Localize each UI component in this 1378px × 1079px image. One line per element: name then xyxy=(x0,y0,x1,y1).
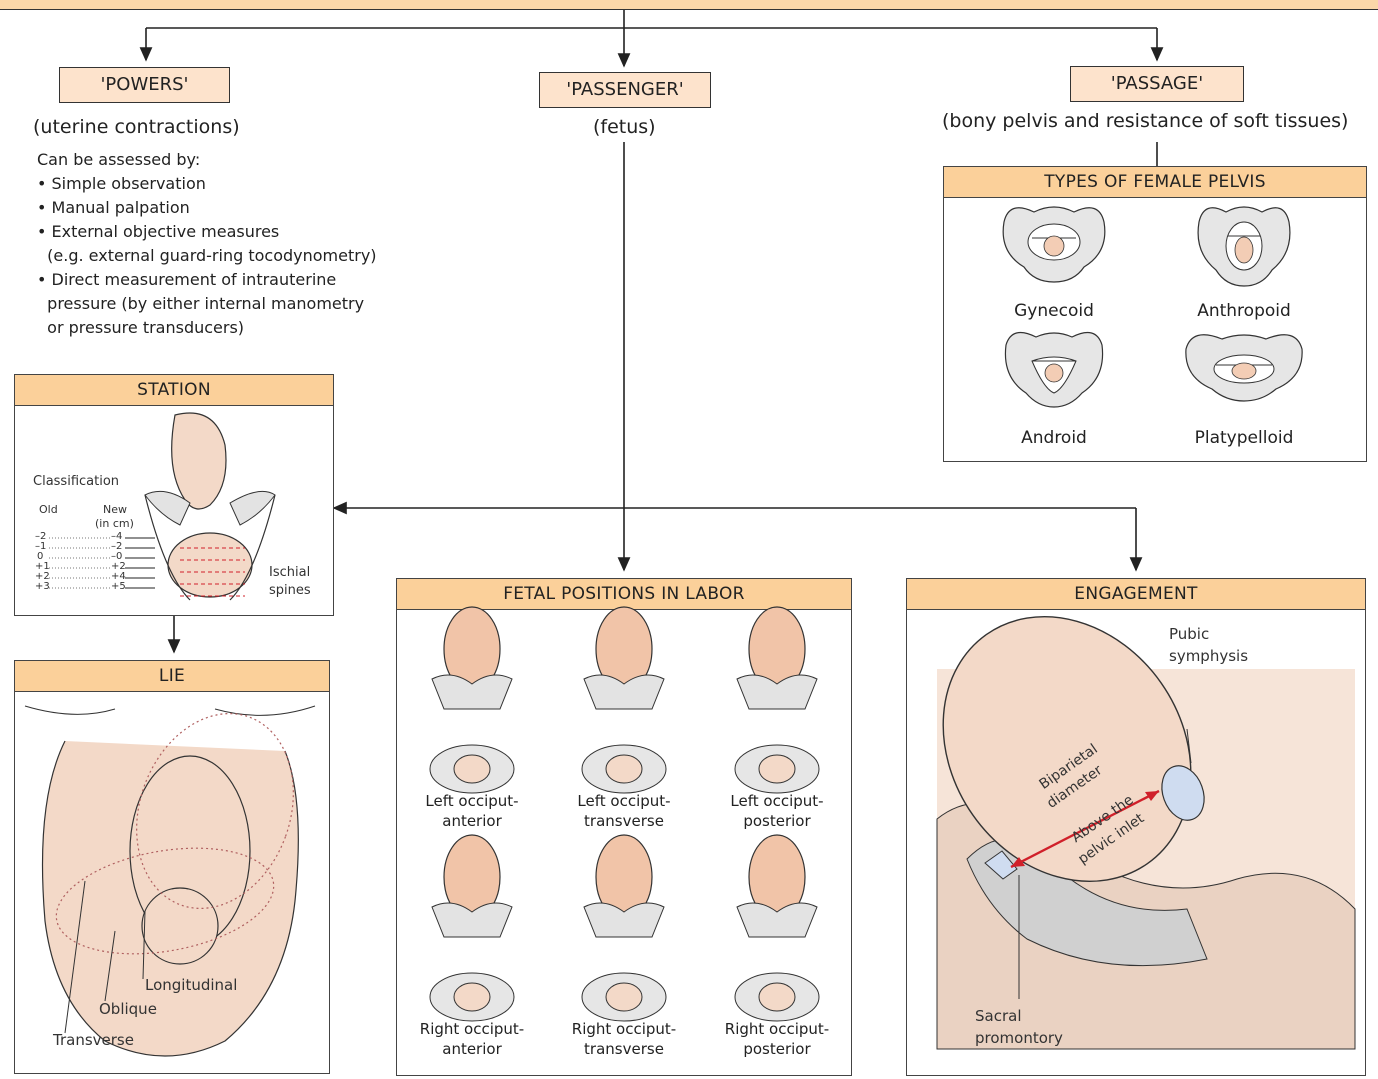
powers-subtitle: (uterine contractions) xyxy=(33,116,240,138)
station-new-1: –2 xyxy=(111,541,123,552)
powers-assessment-list: Can be assessed by: • Simple observation… xyxy=(37,148,377,340)
station-old-heading: Old xyxy=(39,503,58,516)
station-old-2: 0 xyxy=(37,551,44,562)
station-header: STATION xyxy=(15,375,333,406)
station-new-unit: (in cm) xyxy=(95,517,134,530)
position-label-rot: Right occiput- transverse xyxy=(554,1019,694,1059)
station-illustration xyxy=(49,412,276,601)
lie-illustration xyxy=(24,705,316,1057)
lie-longitudinal-label: Longitudinal xyxy=(145,976,238,994)
position-line2: posterior xyxy=(743,812,811,830)
station-new-heading: New xyxy=(103,503,127,516)
list-item: pressure (by either internal manometry xyxy=(37,294,365,313)
station-new-0: –4 xyxy=(111,531,123,542)
station-panel: STATION Classifica xyxy=(14,374,334,616)
list-item: • External objective measures xyxy=(37,222,280,241)
pelvis-label-platypelloid: Platypelloid xyxy=(1194,428,1294,448)
pelvis-label-android: Android xyxy=(1021,428,1087,448)
list-item: • Manual palpation xyxy=(37,198,190,217)
lie-header: LIE xyxy=(15,661,329,692)
passenger-label: 'PASSENGER' xyxy=(539,72,711,108)
top-banner xyxy=(0,0,1378,10)
lie-transverse-label: Transverse xyxy=(53,1031,134,1049)
position-label-loa: Left occiput- anterior xyxy=(402,791,542,831)
powers-label: 'POWERS' xyxy=(59,67,230,103)
passage-subtitle: (bony pelvis and resistance of soft tiss… xyxy=(942,110,1349,132)
pelvis-illustrations xyxy=(1002,206,1303,408)
position-line2: transverse xyxy=(584,812,664,830)
station-new-3: +2 xyxy=(111,561,126,572)
station-spines-label-2: spines xyxy=(269,583,311,598)
position-line2: posterior xyxy=(743,1040,811,1058)
lie-panel: LIE Longitudinal Oblique Transverse xyxy=(14,660,330,1074)
station-old-3: +1 xyxy=(35,561,50,572)
position-line2: transverse xyxy=(584,1040,664,1058)
position-line2: anterior xyxy=(442,1040,502,1058)
list-item: or pressure transducers) xyxy=(37,318,245,337)
position-label-lot: Left occiput- transverse xyxy=(554,791,694,831)
station-old-1: –1 xyxy=(35,541,47,552)
position-line1: Left occiput- xyxy=(425,792,519,810)
pelvis-types-panel: TYPES OF FEMALE PELVIS Gynecoid Anthro xyxy=(943,166,1367,462)
engagement-illustration xyxy=(936,616,1356,1050)
position-label-roa: Right occiput- anterior xyxy=(402,1019,542,1059)
position-label-rop: Right occiput- posterior xyxy=(707,1019,847,1059)
engagement-pubic-label-2: symphysis xyxy=(1169,647,1249,665)
fetal-positions-panel: FETAL POSITIONS IN LABOR xyxy=(396,578,852,1076)
passage-label: 'PASSAGE' xyxy=(1070,66,1244,102)
engagement-sacral-label: Sacral xyxy=(975,1007,1022,1025)
assess-heading: Can be assessed by: xyxy=(37,150,201,169)
station-old-4: +2 xyxy=(35,571,50,582)
position-line1: Left occiput- xyxy=(577,792,671,810)
station-old-5: +3 xyxy=(35,581,50,592)
station-spines-label: Ischial xyxy=(269,565,311,580)
position-line1: Left occiput- xyxy=(730,792,824,810)
station-new-5: +5 xyxy=(111,581,126,592)
passenger-subtitle: (fetus) xyxy=(593,116,656,138)
engagement-sacral-label-2: promontory xyxy=(975,1029,1063,1047)
fetal-position-illustrations xyxy=(429,606,820,1022)
position-label-lop: Left occiput- posterior xyxy=(707,791,847,831)
engagement-pubic-label: Pubic xyxy=(1169,625,1210,643)
station-new-2: –0 xyxy=(111,551,123,562)
station-old-0: –2 xyxy=(35,531,47,542)
engagement-header: ENGAGEMENT xyxy=(907,579,1365,610)
position-line1: Right occiput- xyxy=(571,1020,677,1038)
engagement-panel: ENGAGEMENT Pubic symphysis Biparietal di… xyxy=(906,578,1366,1076)
position-line1: Right occiput- xyxy=(419,1020,525,1038)
station-new-4: +4 xyxy=(111,571,126,582)
list-item: • Simple observation xyxy=(37,174,206,193)
pelvis-label-anthropoid: Anthropoid xyxy=(1197,301,1291,321)
list-item: (e.g. external guard-ring tocodynometry) xyxy=(37,246,377,265)
position-line2: anterior xyxy=(442,812,502,830)
pelvis-label-gynecoid: Gynecoid xyxy=(1014,301,1094,321)
fetal-positions-header: FETAL POSITIONS IN LABOR xyxy=(397,579,851,610)
lie-oblique-label: Oblique xyxy=(99,1000,157,1018)
position-line1: Right occiput- xyxy=(724,1020,830,1038)
station-classification: Classification xyxy=(33,474,120,489)
list-item: • Direct measurement of intrauterine xyxy=(37,270,337,289)
pelvis-types-header: TYPES OF FEMALE PELVIS xyxy=(944,167,1366,198)
